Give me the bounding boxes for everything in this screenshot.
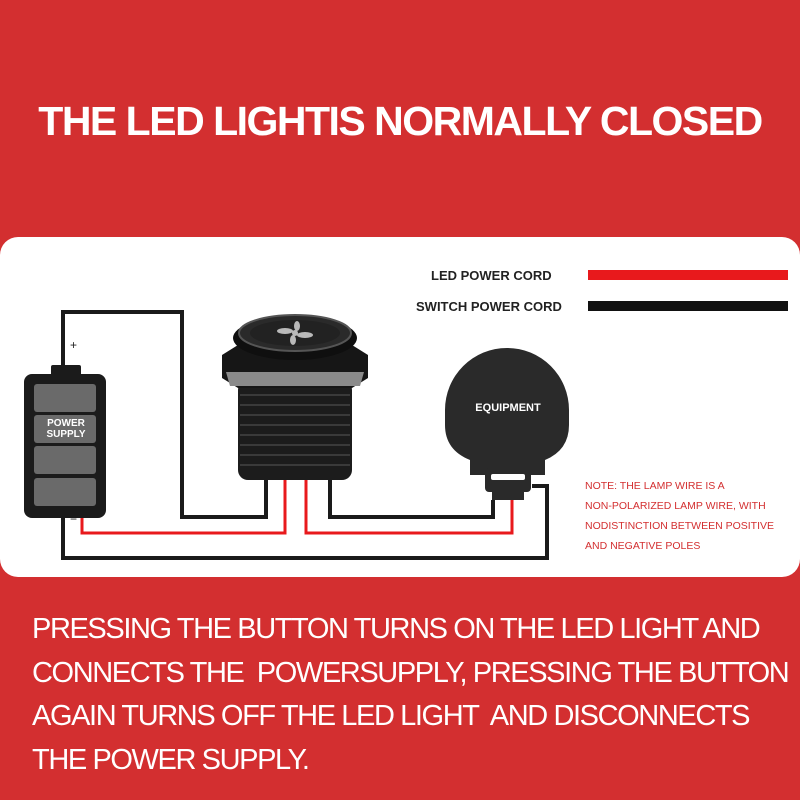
- negative-terminal-label: −: [70, 512, 78, 526]
- note-line: AND NEGATIVE POLES: [585, 540, 701, 552]
- switch-power-cord-legend-line: [588, 301, 788, 311]
- led-power-cord-label: LED POWER CORD: [431, 268, 552, 283]
- switch-power-cord-label: SWITCH POWER CORD: [416, 299, 562, 314]
- note-text: NOTE: THE LAMP WIRE IS A NON-POLARIZED L…: [585, 476, 785, 556]
- fan-icon: [277, 321, 313, 345]
- diagram-panel: [0, 237, 800, 577]
- battery-label-line2: SUPPLY: [46, 429, 86, 440]
- note-line: NODISTINCTION BETWEEN POSITIVE: [585, 520, 775, 532]
- description-text: PRESSING THE BUTTON TURNS ON THE LED LIG…: [32, 608, 792, 782]
- led-power-wires: [80, 480, 514, 535]
- positive-terminal-label: +: [70, 338, 78, 352]
- description-line: CONNECTS THE POWERSUPPLY, PRESSING THE B…: [32, 656, 790, 689]
- push-button-switch-icon: [222, 314, 368, 480]
- description-line: THE POWER SUPPLY.: [32, 743, 310, 776]
- battery-label: POWER SUPPLY: [36, 418, 96, 440]
- page-title: THE LED LIGHTIS NORMALLY CLOSED: [38, 98, 763, 144]
- equipment-label: EQUIPMENT: [475, 402, 541, 414]
- description-line: PRESSING THE BUTTON TURNS ON THE LED LIG…: [32, 613, 761, 645]
- switch-power-wires: [61, 310, 549, 560]
- battery-icon: [24, 365, 106, 518]
- battery-label-line1: POWER: [47, 418, 85, 429]
- note-line: NOTE: THE LAMP WIRE IS A: [585, 480, 725, 492]
- equipment-icon: [445, 347, 570, 500]
- led-power-cord-legend-line: [588, 270, 788, 280]
- switch-to-equipment-wire: [328, 476, 495, 519]
- description-line: AGAIN TURNS OFF THE LED LIGHT AND DISCON…: [32, 700, 751, 732]
- note-line: NON-POLARIZED LAMP WIRE, WITH: [585, 500, 766, 512]
